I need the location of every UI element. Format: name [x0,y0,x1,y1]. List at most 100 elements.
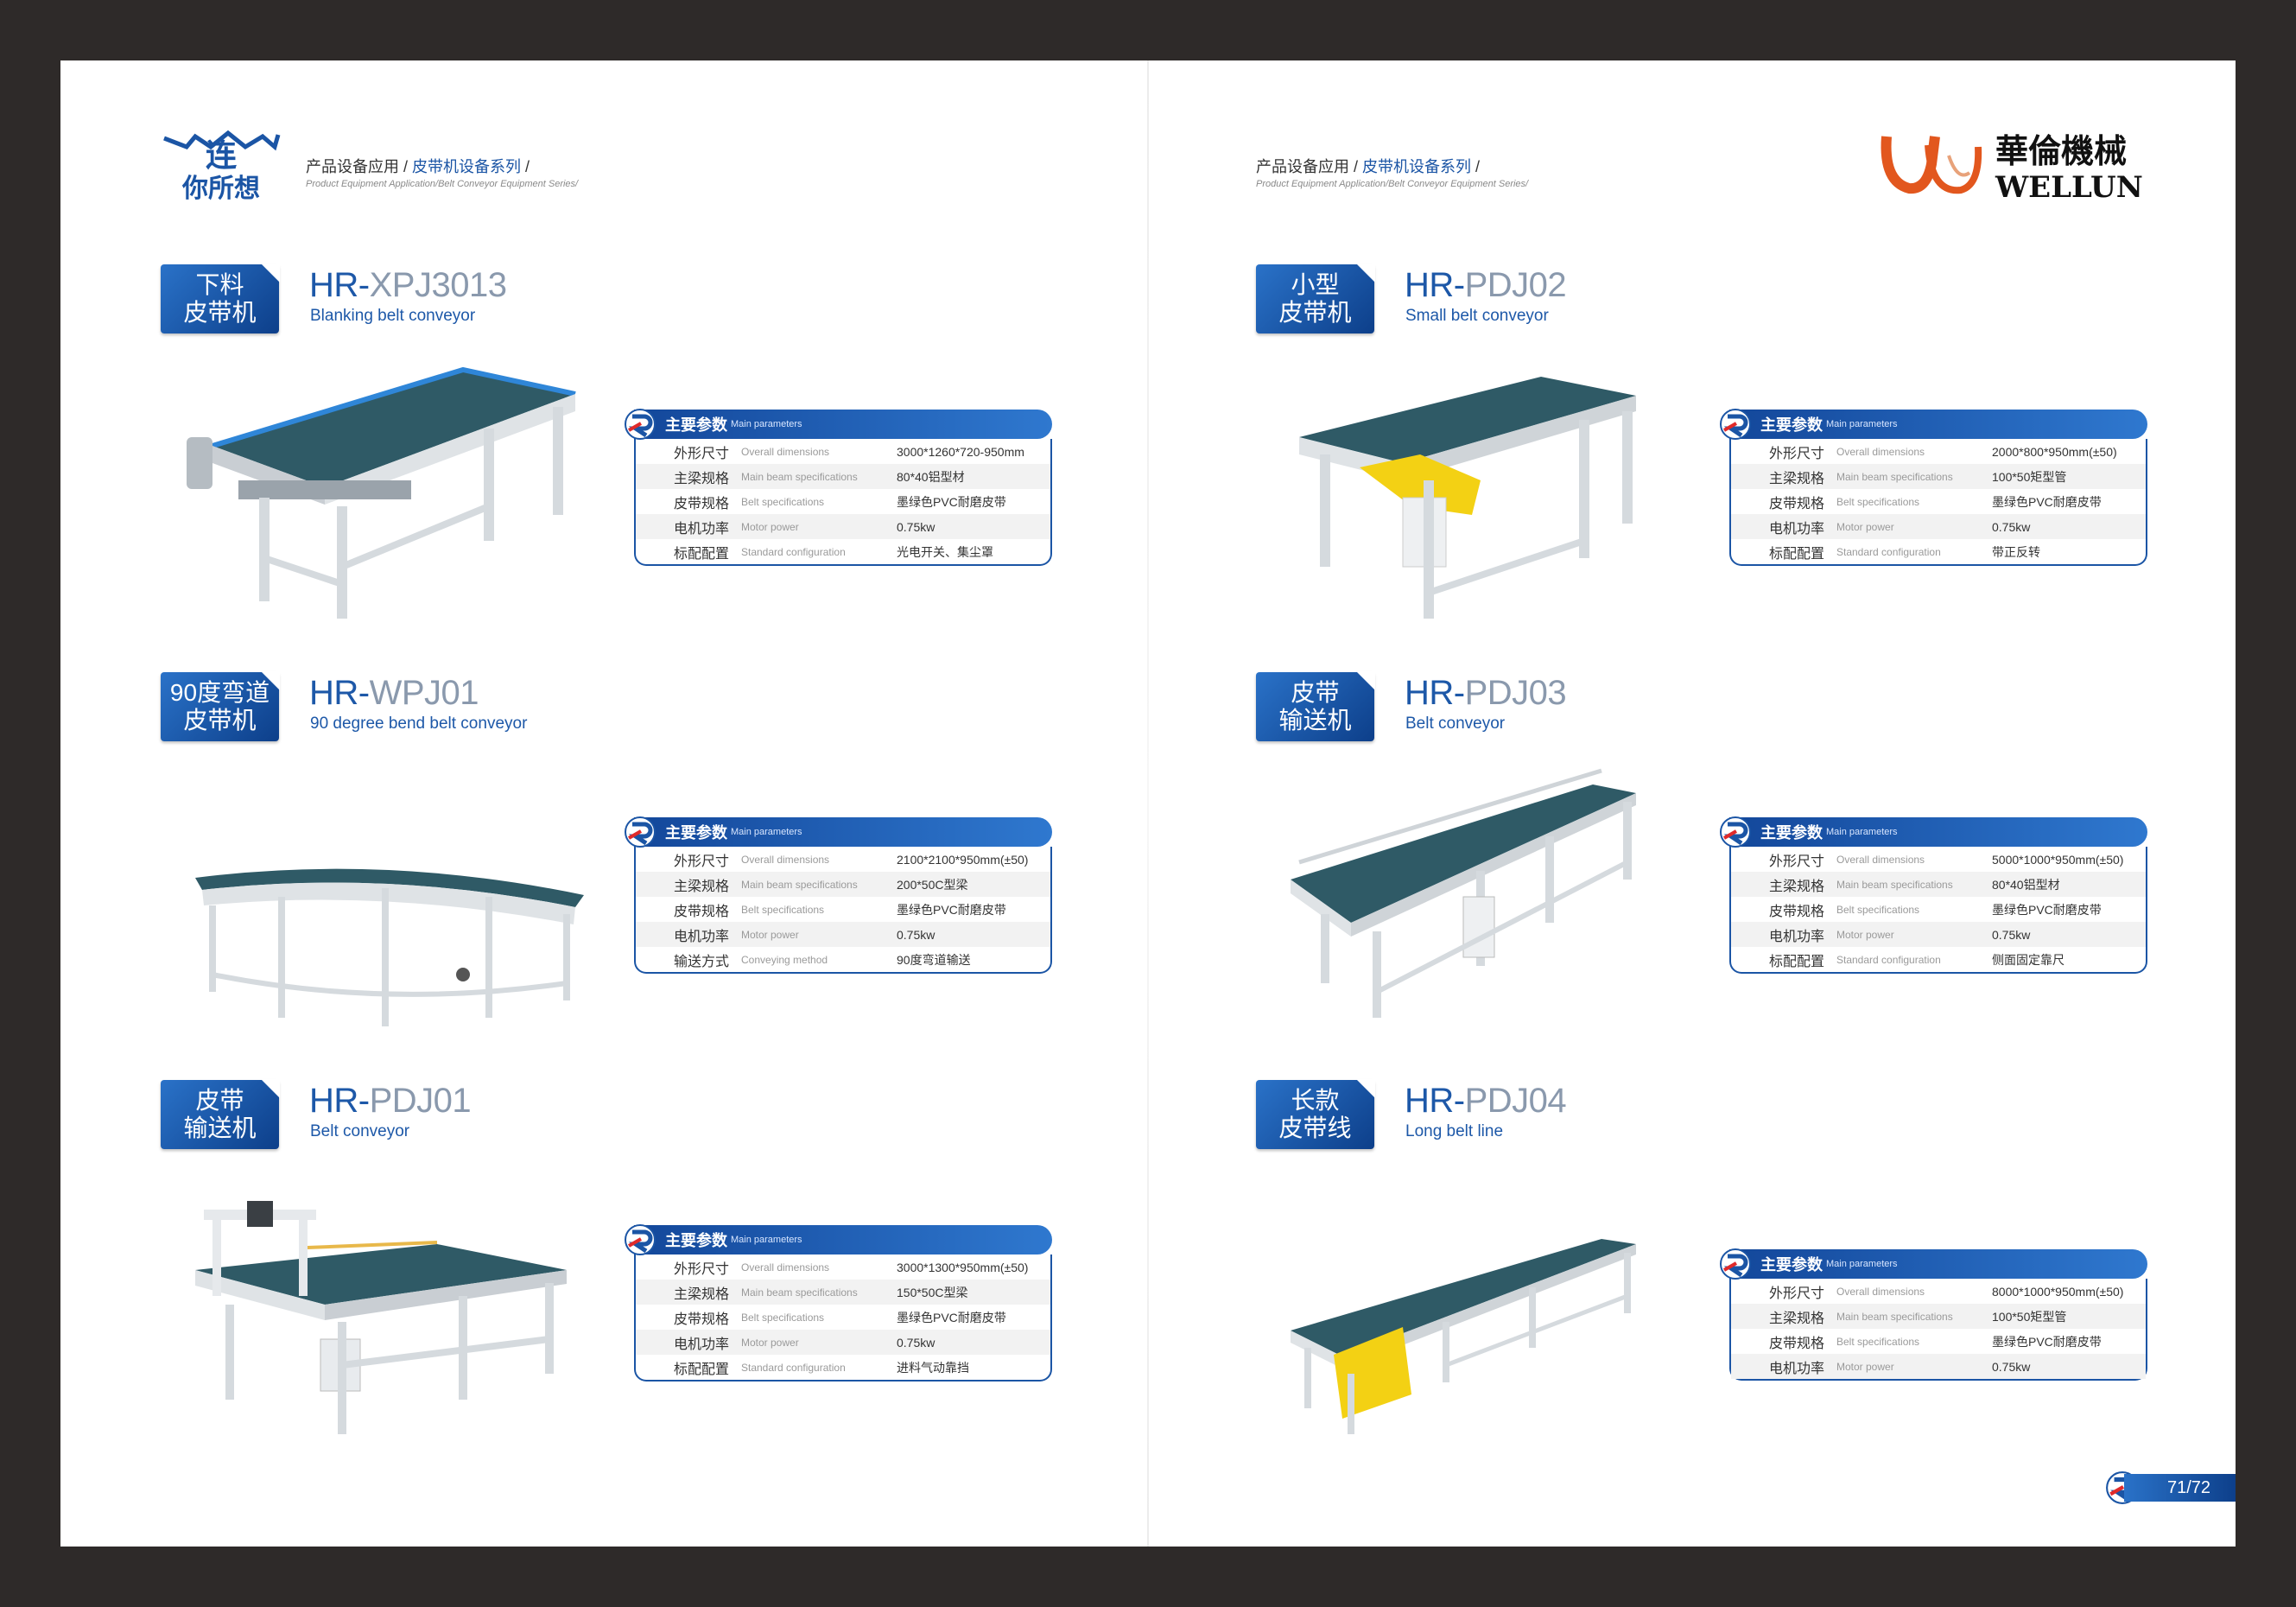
lian-logo-line2: 你所想 [181,174,260,202]
param-value: 0.75kw [1992,1359,2031,1374]
product-section-wpj01: 90度弯道皮带机 HR-WPJ01 90 degree bend belt co… [161,671,1137,1061]
param-name: 电机功率 [1769,1361,1825,1376]
param-name-en: Belt specifications [741,495,825,508]
param-name-en: Main beam specifications [741,878,858,891]
param-name: 电机功率 [1769,929,1825,944]
param-name-en: Overall dimensions [741,1261,830,1274]
param-name: 电机功率 [674,929,730,944]
model-name-en: 90 degree bend belt conveyor [310,715,528,733]
model-prefix: HR- [1405,674,1465,712]
breadcrumb-en: Product Equipment Application/Belt Conve… [1256,179,1529,189]
model-prefix: HR- [309,674,370,712]
param-name: 外形尺寸 [1769,1286,1825,1301]
product-image [1291,1239,1636,1434]
params-title: 主要参数 [665,416,727,434]
param-name: 皮带规格 [674,1312,730,1327]
param-value: 墨绿色PVC耐磨皮带 [1992,1334,2102,1349]
model-code: WPJ01 [369,674,479,712]
table-row: 电机功率 Motor power 0.75kw [1731,922,2146,947]
param-name-en: Overall dimensions [741,445,830,458]
param-value: 0.75kw [1992,927,2031,942]
hrck-badge-icon [1720,816,1751,848]
category-tag: 皮带输送机 [1256,671,1375,741]
param-value: 光电开关、集尘罩 [897,544,993,559]
tag-line2: 皮带机 [183,707,257,734]
param-value: 带正反转 [1992,544,2040,559]
param-value: 0.75kw [1992,519,2031,534]
tag-line2: 皮带机 [1278,299,1352,326]
param-name: 标配配置 [1769,954,1825,969]
model-code: PDJ02 [1464,266,1567,304]
model-code: PDJ01 [369,1082,472,1120]
params-title: 主要参数 [1760,824,1823,842]
param-value: 墨绿色PVC耐磨皮带 [1992,902,2102,917]
param-name: 皮带规格 [1769,1336,1825,1351]
category-tag: 皮带输送机 [161,1079,280,1149]
param-name: 主梁规格 [674,471,730,486]
catalog-spread: 连 你所想 产品设备应用 / 皮带机设备系列 / Product Equipme… [60,60,2236,1547]
model-number: HR-PDJ03 [1405,674,1567,712]
breadcrumb-cn-highlight: 皮带机设备系列 [1362,158,1472,175]
model-name-en: Belt conveyor [310,1122,410,1140]
model-name-en: Long belt line [1405,1122,1504,1140]
product-image [195,1201,567,1434]
param-name: 外形尺寸 [1769,854,1825,869]
model-prefix: HR- [309,1082,370,1120]
param-name-en: Motor power [1836,928,1894,941]
category-tag: 下料皮带机 [161,264,280,333]
param-name: 标配配置 [1769,546,1825,562]
param-name-en: Overall dimensions [1836,1285,1925,1298]
tag-line2: 皮带线 [1278,1115,1352,1141]
param-value: 8000*1000*950mm(±50) [1992,1284,2124,1299]
model-name-en: Small belt conveyor [1405,307,1549,325]
product-image [1291,768,1636,1018]
model-name-en: Belt conveyor [1405,715,1506,733]
model-prefix: HR- [1405,266,1465,304]
param-name-en: Motor power [741,928,799,941]
param-value: 80*40铝型材 [1992,877,2060,892]
params-table: 外形尺寸 Overall dimensions 8000*1000*950mm(±5… [1729,1279,2147,1381]
hrck-badge-icon [625,409,656,440]
product-section-pdj01: 皮带输送机 HR-PDJ01 Belt conveyor [161,1079,1137,1469]
model-number: HR-XPJ3013 [309,266,507,304]
param-value: 侧面固定靠尺 [1992,952,2064,967]
params-title-en: Main parameters [1826,1259,1898,1269]
param-value: 墨绿色PVC耐磨皮带 [897,494,1006,509]
params-title-en: Main parameters [731,419,802,429]
model-prefix: HR- [309,266,370,304]
param-value: 墨绿色PVC耐磨皮带 [897,902,1006,917]
param-name-en: Standard configuration [1836,953,1941,966]
breadcrumb-cn-suffix: / [521,158,530,175]
tag-line1: 长款 [1291,1087,1340,1114]
param-name-en: Motor power [1836,1360,1894,1373]
breadcrumb-cn: 产品设备应用 / 皮带机设备系列 / [1256,157,1705,176]
param-name-en: Overall dimensions [1836,853,1925,866]
model-name-en: Blanking belt conveyor [310,307,476,325]
model-code: XPJ3013 [369,266,507,304]
tag-line1: 皮带 [1291,679,1340,706]
param-name: 主梁规格 [674,1286,730,1302]
breadcrumb-cn: 产品设备应用 / 皮带机设备系列 / [306,157,755,176]
params-title: 主要参数 [1760,416,1823,434]
param-name-en: Main beam specifications [1836,1310,1953,1323]
param-name: 标配配置 [674,1362,730,1377]
param-value: 0.75kw [897,1335,936,1350]
